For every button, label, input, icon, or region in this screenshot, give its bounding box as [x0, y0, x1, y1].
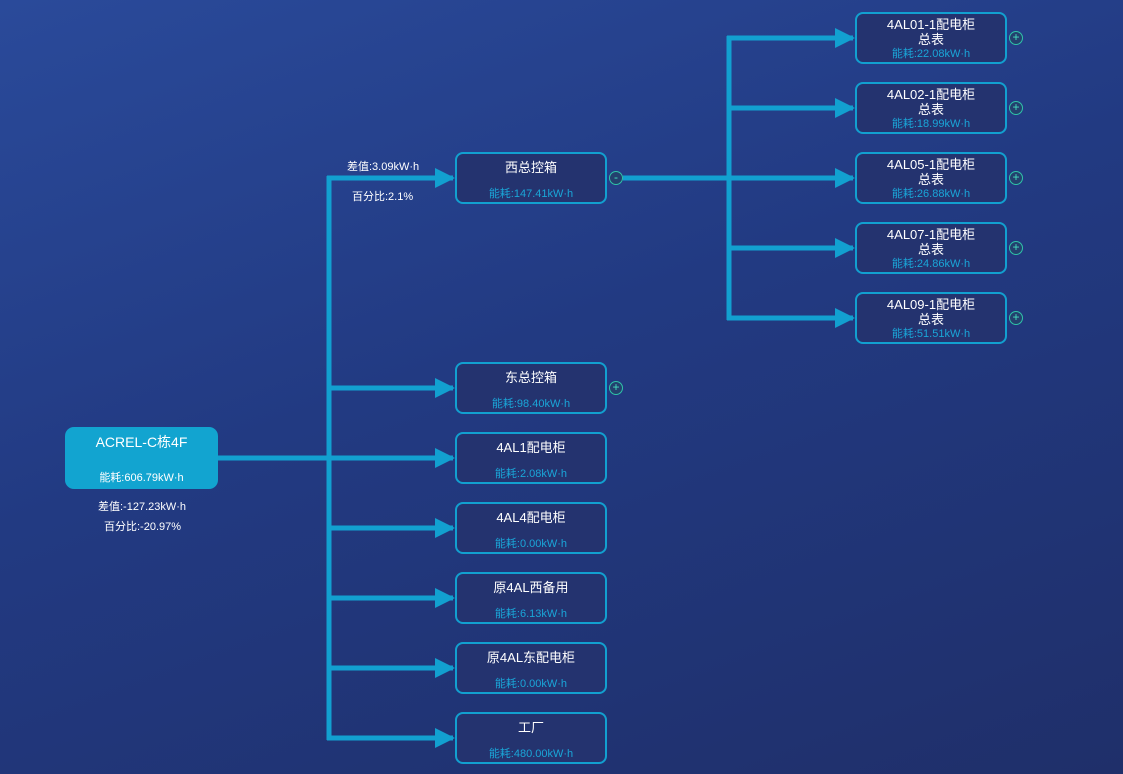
node-energy: 能耗:22.08kW·h	[891, 48, 971, 60]
node-xizongkongxiang[interactable]: 西总控箱 能耗:147.41kW·h	[455, 152, 607, 204]
node-name: 4AL07-1配电柜总表	[886, 227, 976, 257]
expand-toggle-4al05[interactable]: +	[1009, 171, 1023, 185]
node-energy: 能耗:98.40kW·h	[491, 398, 571, 410]
root-node-name: ACREL-C栋4F	[95, 434, 188, 450]
node-name: 4AL1配电柜	[496, 440, 566, 455]
node-dongpeidiangui[interactable]: 原4AL东配电柜 能耗:0.00kW·h	[455, 642, 607, 694]
node-4al02[interactable]: 4AL02-1配电柜总表 能耗:18.99kW·h	[855, 82, 1007, 134]
node-name: 工厂	[517, 720, 544, 735]
node-name: 原4AL东配电柜	[486, 650, 576, 665]
node-energy: 能耗:0.00kW·h	[494, 678, 568, 690]
node-4al01[interactable]: 4AL01-1配电柜总表 能耗:22.08kW·h	[855, 12, 1007, 64]
node-gongchang[interactable]: 工厂 能耗:480.00kW·h	[455, 712, 607, 764]
node-energy: 能耗:51.51kW·h	[891, 328, 971, 340]
expand-toggle-4al09[interactable]: +	[1009, 311, 1023, 325]
collapse-toggle-xizongkongxiang[interactable]: -	[609, 171, 623, 185]
expand-toggle-dongzongkongxiang[interactable]: +	[609, 381, 623, 395]
node-4al4[interactable]: 4AL4配电柜 能耗:0.00kW·h	[455, 502, 607, 554]
root-node-energy: 能耗:606.79kW·h	[99, 472, 184, 484]
node-energy: 能耗:26.88kW·h	[891, 188, 971, 200]
node-4al05[interactable]: 4AL05-1配电柜总表 能耗:26.88kW·h	[855, 152, 1007, 204]
node-4al1[interactable]: 4AL1配电柜 能耗:2.08kW·h	[455, 432, 607, 484]
node-energy: 能耗:480.00kW·h	[488, 748, 574, 760]
xizong-diff-label: 差值:3.09kW·h	[347, 161, 420, 173]
node-energy: 能耗:6.13kW·h	[494, 608, 568, 620]
node-energy: 能耗:2.08kW·h	[494, 468, 568, 480]
node-name: 4AL4配电柜	[496, 510, 566, 525]
expand-toggle-4al02[interactable]: +	[1009, 101, 1023, 115]
root-pct-label: 百分比:-20.97%	[104, 521, 182, 533]
node-4al07[interactable]: 4AL07-1配电柜总表 能耗:24.86kW·h	[855, 222, 1007, 274]
node-energy: 能耗:147.41kW·h	[488, 188, 574, 200]
node-xibeiyong[interactable]: 原4AL西备用 能耗:6.13kW·h	[455, 572, 607, 624]
node-dongzongkongxiang[interactable]: 东总控箱 能耗:98.40kW·h	[455, 362, 607, 414]
expand-toggle-4al01[interactable]: +	[1009, 31, 1023, 45]
node-name: 4AL02-1配电柜总表	[886, 87, 976, 117]
node-name: 4AL09-1配电柜总表	[886, 297, 976, 327]
xizong-pct-label: 百分比:2.1%	[352, 191, 414, 203]
node-name: 东总控箱	[504, 370, 557, 385]
node-energy: 能耗:18.99kW·h	[891, 118, 971, 130]
node-energy: 能耗:24.86kW·h	[891, 258, 971, 270]
node-energy: 能耗:0.00kW·h	[494, 538, 568, 550]
node-name: 西总控箱	[504, 160, 557, 175]
node-name: 4AL01-1配电柜总表	[886, 17, 976, 47]
node-name: 4AL05-1配电柜总表	[886, 157, 976, 187]
root-diff-label: 差值:-127.23kW·h	[98, 501, 187, 513]
node-4al09[interactable]: 4AL09-1配电柜总表 能耗:51.51kW·h	[855, 292, 1007, 344]
root-node[interactable]: ACREL-C栋4F 能耗:606.79kW·h	[65, 427, 218, 489]
node-name: 原4AL西备用	[493, 580, 569, 595]
expand-toggle-4al07[interactable]: +	[1009, 241, 1023, 255]
